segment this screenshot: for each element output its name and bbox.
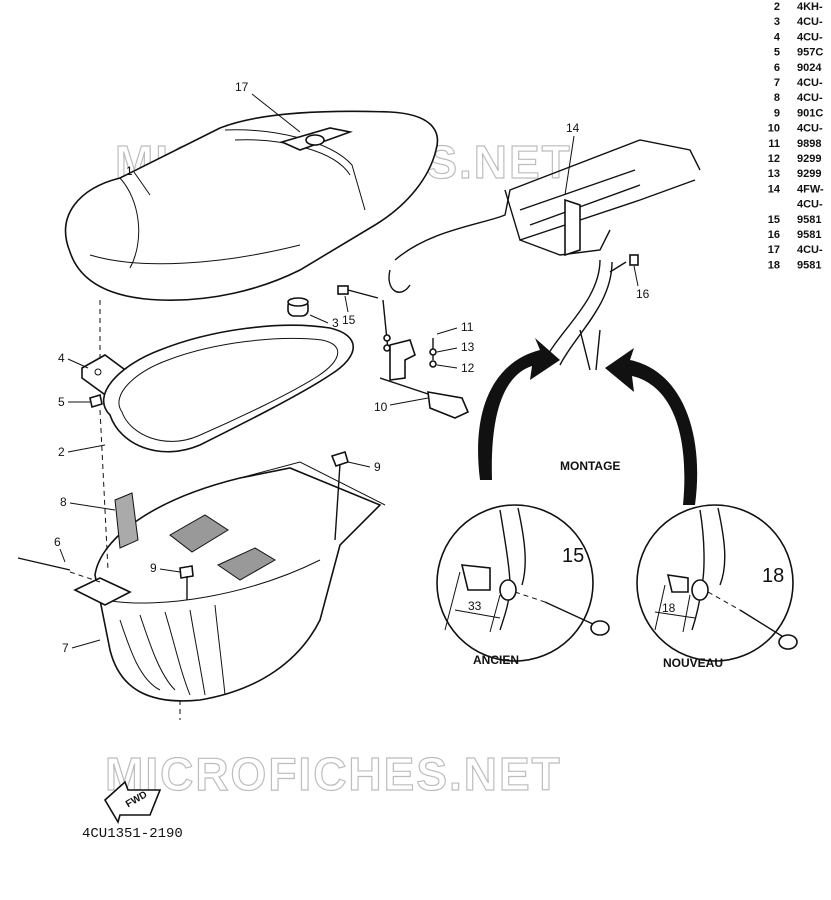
- storage-box: [73, 461, 386, 702]
- fwd-arrow-icon: FWD: [103, 780, 162, 825]
- parts-list-num: 14: [768, 183, 781, 195]
- parts-list-code: 9898: [797, 138, 821, 150]
- parts-list-num: 13: [768, 168, 780, 180]
- parts-list-num: 10: [768, 123, 780, 135]
- dim-old: 33: [468, 599, 482, 613]
- parts-list-num: 2: [774, 1, 780, 13]
- callout-14: 14: [566, 121, 580, 135]
- cable: [17, 557, 71, 571]
- bolt-15: [337, 285, 379, 299]
- rubber-damper: [287, 297, 309, 317]
- diagram-code: 4CU1351-2190: [82, 826, 183, 842]
- detail-circle-nouveau: [636, 504, 798, 662]
- parts-list-code: 9024: [797, 62, 822, 74]
- detail-circle-ancien: [436, 504, 610, 662]
- callout-7: 7: [62, 641, 69, 655]
- parts-list-num: 7: [774, 77, 780, 89]
- detail-new-part: 18: [762, 565, 784, 587]
- parts-list-num: 18: [768, 259, 780, 271]
- callout-9-lower: 9: [150, 561, 157, 575]
- parts-list-code: 9299: [797, 153, 821, 165]
- parts-list-code: 4CU-: [797, 199, 823, 211]
- parts-list-num: 15: [768, 214, 780, 226]
- parts-list-num: 17: [768, 244, 780, 256]
- parts-list-num: 6: [774, 62, 780, 74]
- parts-list: 2 4KH- 3 4CU- 4 4CU- 5 957C 6 9024 7 4CU- 8 4CU- 9 901C…: [768, 1, 824, 271]
- parts-list-code: 4CU-: [797, 244, 823, 256]
- seat: [64, 110, 439, 302]
- callout-10: 10: [374, 400, 388, 414]
- foam-pad: [114, 492, 139, 549]
- callout-9-upper: 9: [374, 460, 381, 474]
- bolt-16: [609, 254, 639, 273]
- parts-list-num: 3: [774, 16, 780, 28]
- parts-list-code: 4KH-: [797, 1, 823, 13]
- callout-2: 2: [58, 445, 65, 459]
- parts-list-num: 16: [768, 229, 780, 241]
- seal-ring: [103, 324, 355, 453]
- bolt-9-lower: [179, 565, 194, 600]
- parts-list-code: 4CU-: [797, 16, 823, 28]
- parts-list-num: 9: [774, 107, 780, 119]
- callout-16: 16: [636, 287, 650, 301]
- callout-11: 11: [461, 320, 474, 334]
- curved-arrow-left: [478, 338, 560, 480]
- label-ancien: ANCIEN: [473, 653, 519, 667]
- parts-list-code: 4FW-: [797, 183, 824, 195]
- watermark-bottom: MICROFICHES.NET: [105, 748, 562, 800]
- label-nouveau: NOUVEAU: [663, 656, 723, 670]
- parts-list-code: 9581: [797, 229, 821, 241]
- label-montage: MONTAGE: [560, 459, 620, 473]
- assembly-line: [99, 409, 109, 571]
- parts-list-code: 4CU-: [797, 123, 823, 135]
- carrier-rack: [388, 139, 701, 371]
- seat-lock-assembly: [379, 299, 470, 419]
- parts-list-num: 5: [774, 47, 780, 59]
- parts-list-num: 8: [774, 92, 780, 104]
- parts-list-code: 9581: [797, 259, 821, 271]
- callout-6: 6: [54, 535, 61, 549]
- callouts: 1 2 3 4 5 6 7 8 9 9 10 11 12 13 14 15 16: [54, 80, 650, 655]
- curved-arrow-right: [605, 348, 698, 505]
- detail-old-part: 15: [562, 545, 584, 567]
- callout-12: 12: [461, 361, 475, 375]
- parts-list-code: 9581: [797, 214, 821, 226]
- callout-8: 8: [60, 495, 67, 509]
- callout-13: 13: [461, 340, 475, 354]
- parts-list-code: 9299: [797, 168, 821, 180]
- callout-4: 4: [58, 351, 65, 365]
- parts-list-num: 4: [774, 31, 781, 43]
- callout-17: 17: [235, 80, 249, 94]
- dim-new: 18: [662, 601, 676, 615]
- parts-list-code: 4CU-: [797, 31, 823, 43]
- callout-5: 5: [58, 395, 65, 409]
- callout-15: 15: [342, 313, 356, 327]
- parts-list-num: 12: [768, 153, 780, 165]
- parts-list-code: 4CU-: [797, 77, 823, 89]
- parts-list-code: 4CU-: [797, 92, 823, 104]
- parts-list-code: 901C: [797, 107, 823, 119]
- parts-list-code: 957C: [797, 47, 823, 59]
- callout-3: 3: [332, 316, 339, 330]
- parts-list-num: 11: [768, 138, 780, 150]
- callout-1: 1: [126, 164, 133, 178]
